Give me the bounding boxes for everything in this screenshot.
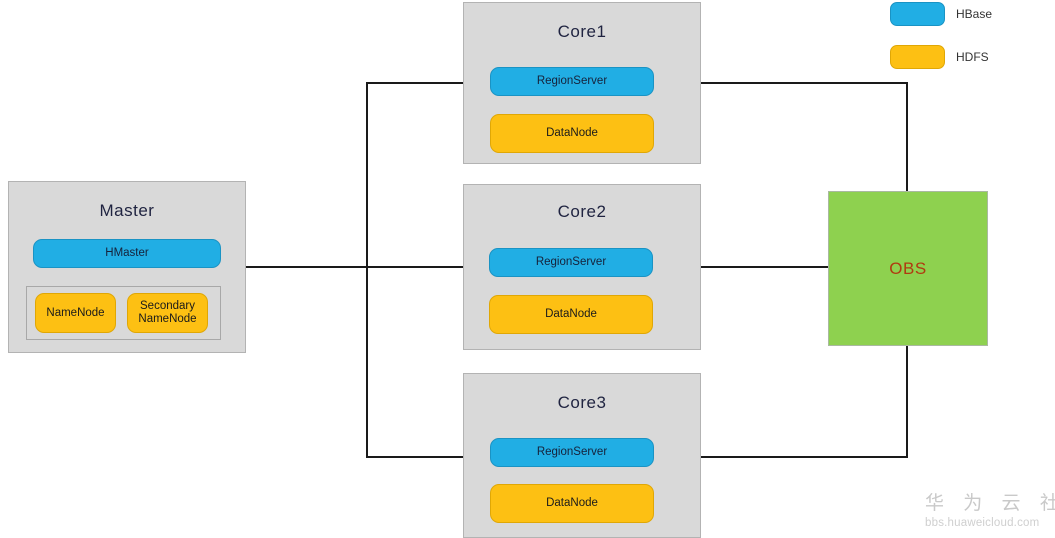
legend-label-hdfs: HDFS [956, 50, 989, 64]
master-hdfs-subgroup [26, 286, 221, 340]
service-core1-regionserver[interactable]: RegionServer [490, 67, 654, 96]
node-core3-title: Core3 [557, 393, 607, 412]
connector-core1-to-bus [701, 82, 908, 84]
legend-swatch-hdfs [890, 45, 945, 69]
legend-swatch-hbase [890, 2, 945, 26]
node-core1[interactable]: Core1 RegionServer DataNode [463, 2, 701, 164]
service-secondary-namenode[interactable]: Secondary NameNode [127, 293, 208, 333]
storage-obs-label: OBS [889, 258, 927, 278]
service-hmaster[interactable]: HMaster [33, 239, 221, 268]
node-core2[interactable]: Core2 RegionServer DataNode [463, 184, 701, 350]
service-core2-datanode[interactable]: DataNode [489, 295, 653, 334]
node-core1-title: Core1 [557, 22, 607, 41]
service-core1-regionserver-label: RegionServer [536, 75, 608, 88]
node-core2-title: Core2 [557, 202, 607, 221]
service-core3-datanode-label: DataNode [546, 497, 598, 510]
watermark-brand: 华 为 云 社 区 [925, 493, 1055, 514]
service-core2-datanode-label: DataNode [545, 308, 597, 321]
connector-master-to-bus [245, 266, 368, 268]
storage-obs[interactable]: OBS [828, 191, 988, 346]
node-master[interactable]: Master HMaster NameNode Secondary NameNo… [8, 181, 246, 353]
service-secondary-namenode-label: Secondary NameNode [138, 300, 197, 325]
service-core1-datanode-label: DataNode [546, 127, 598, 140]
connector-bus-to-core2 [366, 266, 464, 268]
service-namenode-label: NameNode [46, 306, 105, 319]
node-master-title: Master [99, 201, 155, 220]
connector-left-bus [366, 82, 368, 457]
service-namenode[interactable]: NameNode [35, 293, 116, 333]
connector-core2-to-obs [701, 266, 829, 268]
service-core1-datanode[interactable]: DataNode [490, 114, 654, 153]
service-core3-regionserver-label: RegionServer [536, 446, 608, 459]
service-core3-datanode[interactable]: DataNode [490, 484, 654, 523]
service-core2-regionserver-label: RegionServer [535, 256, 607, 269]
legend-label-hbase: HBase [956, 7, 993, 21]
service-core3-regionserver[interactable]: RegionServer [490, 438, 654, 467]
connector-bus-to-core1 [366, 82, 464, 84]
node-core3[interactable]: Core3 RegionServer DataNode [463, 373, 701, 538]
service-hmaster-label: HMaster [105, 247, 149, 260]
watermark-url: bbs.huaweicloud.com [925, 517, 1040, 529]
connector-core3-to-bus [701, 456, 908, 458]
connector-bus-to-core3 [366, 456, 464, 458]
service-core2-regionserver[interactable]: RegionServer [489, 248, 653, 277]
